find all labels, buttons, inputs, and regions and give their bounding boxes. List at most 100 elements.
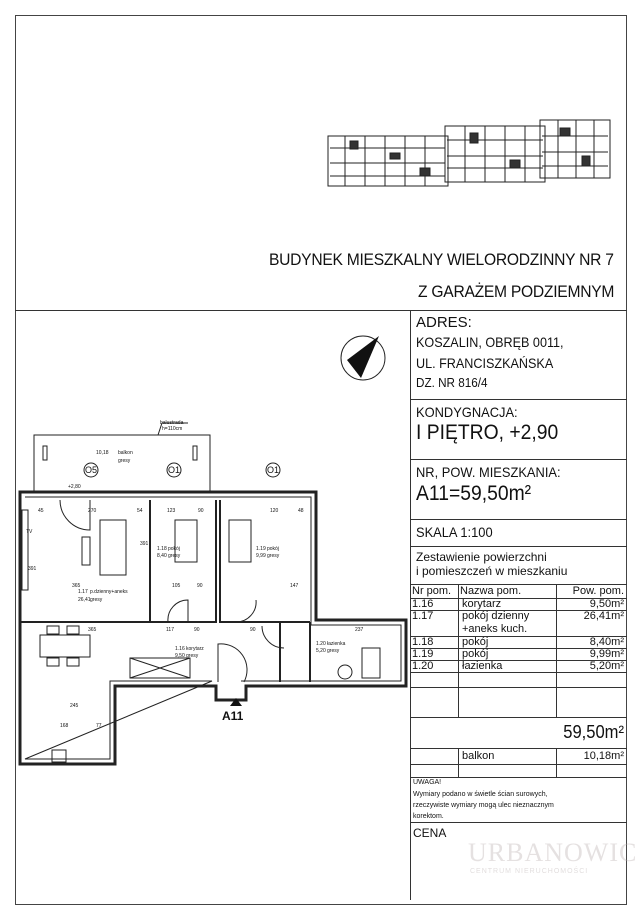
building-subtitle: Z GARAŻEM PODZIEMNYM — [417, 282, 614, 301]
note-line: rzeczywiste wymiary mogą ulec nieznaczny… — [413, 802, 554, 809]
window-tag: O1 — [168, 465, 180, 475]
dimension: 90 — [198, 508, 204, 514]
divider — [410, 399, 627, 400]
room-floor: gresy — [267, 553, 280, 559]
dimension: 105 — [172, 583, 181, 589]
room-nr: 1.17 — [78, 589, 88, 595]
balcony-area: 10,18m² — [583, 750, 624, 762]
apartment-tag: A11 — [222, 709, 244, 723]
row-name-2: +aneks kuch. — [462, 623, 528, 635]
balustrade-label: balustrada — [160, 420, 184, 426]
room-floor: gresy — [186, 653, 199, 659]
room-name: pokój — [267, 546, 279, 552]
window-tag: O5 — [85, 465, 97, 475]
dimension: 54 — [137, 508, 143, 514]
room-area: 5,20 — [316, 648, 326, 654]
dimension: 77 — [96, 723, 102, 729]
balcony-plan-label: balkon — [118, 450, 133, 456]
balustrade-height: h=110cm — [162, 426, 182, 432]
room-floor: gresy — [168, 553, 181, 559]
row-nr: 1.16 — [412, 598, 434, 610]
address-label: ADRES: — [416, 314, 472, 331]
dimension: 90 — [194, 627, 200, 633]
dimension: 237 — [355, 627, 364, 633]
row-nr: 1.20 — [412, 660, 434, 672]
address-street: UL. FRANCISZKAŃSKA — [416, 355, 554, 371]
dimension: 391 — [28, 566, 37, 572]
divider — [15, 310, 627, 311]
balcony-label: balkon — [462, 750, 495, 762]
summary-title: Zestawienie powierzchni — [416, 550, 547, 564]
total-area: 59,50m² — [563, 722, 624, 742]
dimension: 270 — [88, 508, 97, 514]
building-site-plan — [327, 119, 611, 187]
divider — [410, 459, 627, 460]
note-line: korektom. — [413, 813, 444, 820]
row-name: pokój dzienny — [462, 610, 530, 622]
row-area: 5,20m² — [589, 660, 624, 672]
north-arrow-icon — [340, 335, 386, 381]
dimension: 48 — [298, 508, 304, 514]
dimension: 365 — [88, 627, 97, 633]
dimension: 391 — [140, 541, 149, 547]
row-area: 9,50m² — [589, 598, 624, 610]
row-name: łazienka — [462, 660, 503, 672]
divider — [410, 546, 627, 547]
room-name: korytarz — [186, 646, 204, 652]
room-nr: 1.20 — [316, 641, 326, 647]
room-name: łazienka — [327, 641, 346, 647]
row-area: 26,41m² — [583, 610, 624, 622]
apartment-label: NR, POW. MIESZKANIA: — [416, 464, 561, 480]
scale-label: SKALA 1:100 — [416, 524, 493, 540]
row-name: pokój — [462, 636, 489, 648]
room-area: 9,99 — [256, 553, 266, 559]
address-city: KOSZALIN, OBRĘB 0011, — [416, 334, 564, 350]
row-nr: 1.18 — [412, 636, 434, 648]
dimension: 45 — [38, 508, 44, 514]
col-header-area: Pow. pom. — [572, 585, 624, 597]
dimension: 90 — [197, 583, 203, 589]
balcony-plan-floor: gresy — [118, 458, 131, 464]
building-title: BUDYNEK MIESZKALNY WIELORODZINNY NR 7 — [269, 250, 614, 269]
window-tag: O1 — [267, 465, 279, 475]
dimension: 245 — [70, 703, 79, 709]
dimension: 117 — [166, 627, 174, 633]
watermark-logo: URBANOWICZ — [468, 838, 636, 867]
dimension: 90 — [250, 627, 256, 633]
room-nr: 1.18 — [157, 546, 167, 552]
room-name: p.dzienny+aneks — [90, 589, 128, 595]
room-area: 8,40 — [157, 553, 167, 559]
price-label: CENA — [413, 826, 447, 840]
room-floor: gresy — [327, 648, 340, 654]
row-name: korytarz — [462, 598, 502, 610]
dimension: 147 — [290, 583, 299, 589]
dimension: 365 — [72, 583, 81, 589]
divider — [410, 519, 627, 520]
room-nr: 1.16 — [175, 646, 185, 652]
row-nr: 1.19 — [412, 648, 434, 660]
entrance-marker-icon — [230, 698, 242, 706]
room-nr: 1.19 — [256, 546, 266, 552]
floor-label: KONDYGNACJA: — [416, 404, 518, 420]
level-mark: +2,80 — [68, 484, 81, 490]
dimension: 123 — [167, 508, 176, 514]
floor-value: I PIĘTRO, +2,90 — [416, 421, 559, 444]
divider — [410, 310, 411, 900]
room-floor: gresy — [90, 597, 103, 603]
room-area: 26,41 — [78, 597, 91, 603]
room-area: 9,50 — [175, 653, 185, 659]
balcony-plan-area: 10,18 — [96, 450, 109, 456]
row-name: pokój — [462, 648, 489, 660]
dimension: 168 — [60, 723, 69, 729]
row-nr: 1.17 — [412, 610, 434, 622]
dimension: 120 — [270, 508, 279, 514]
room-name: pokój — [168, 546, 180, 552]
summary-title-2: i pomieszczeń w mieszkaniu — [416, 564, 568, 578]
row-area: 8,40m² — [589, 636, 624, 648]
note-line: Wymiary podano w świetle ścian surowych, — [413, 791, 548, 798]
floor-plan: O5 O1 O1 balustrada h=110cm balkon 10,18… — [18, 420, 408, 766]
col-header-nr: Nr pom. — [412, 585, 452, 597]
watermark-sub: CENTRUM NIERUCHOMOŚCI — [470, 868, 589, 875]
col-header-name: Nazwa pom. — [460, 585, 522, 597]
note-title: UWAGA! — [413, 779, 442, 786]
